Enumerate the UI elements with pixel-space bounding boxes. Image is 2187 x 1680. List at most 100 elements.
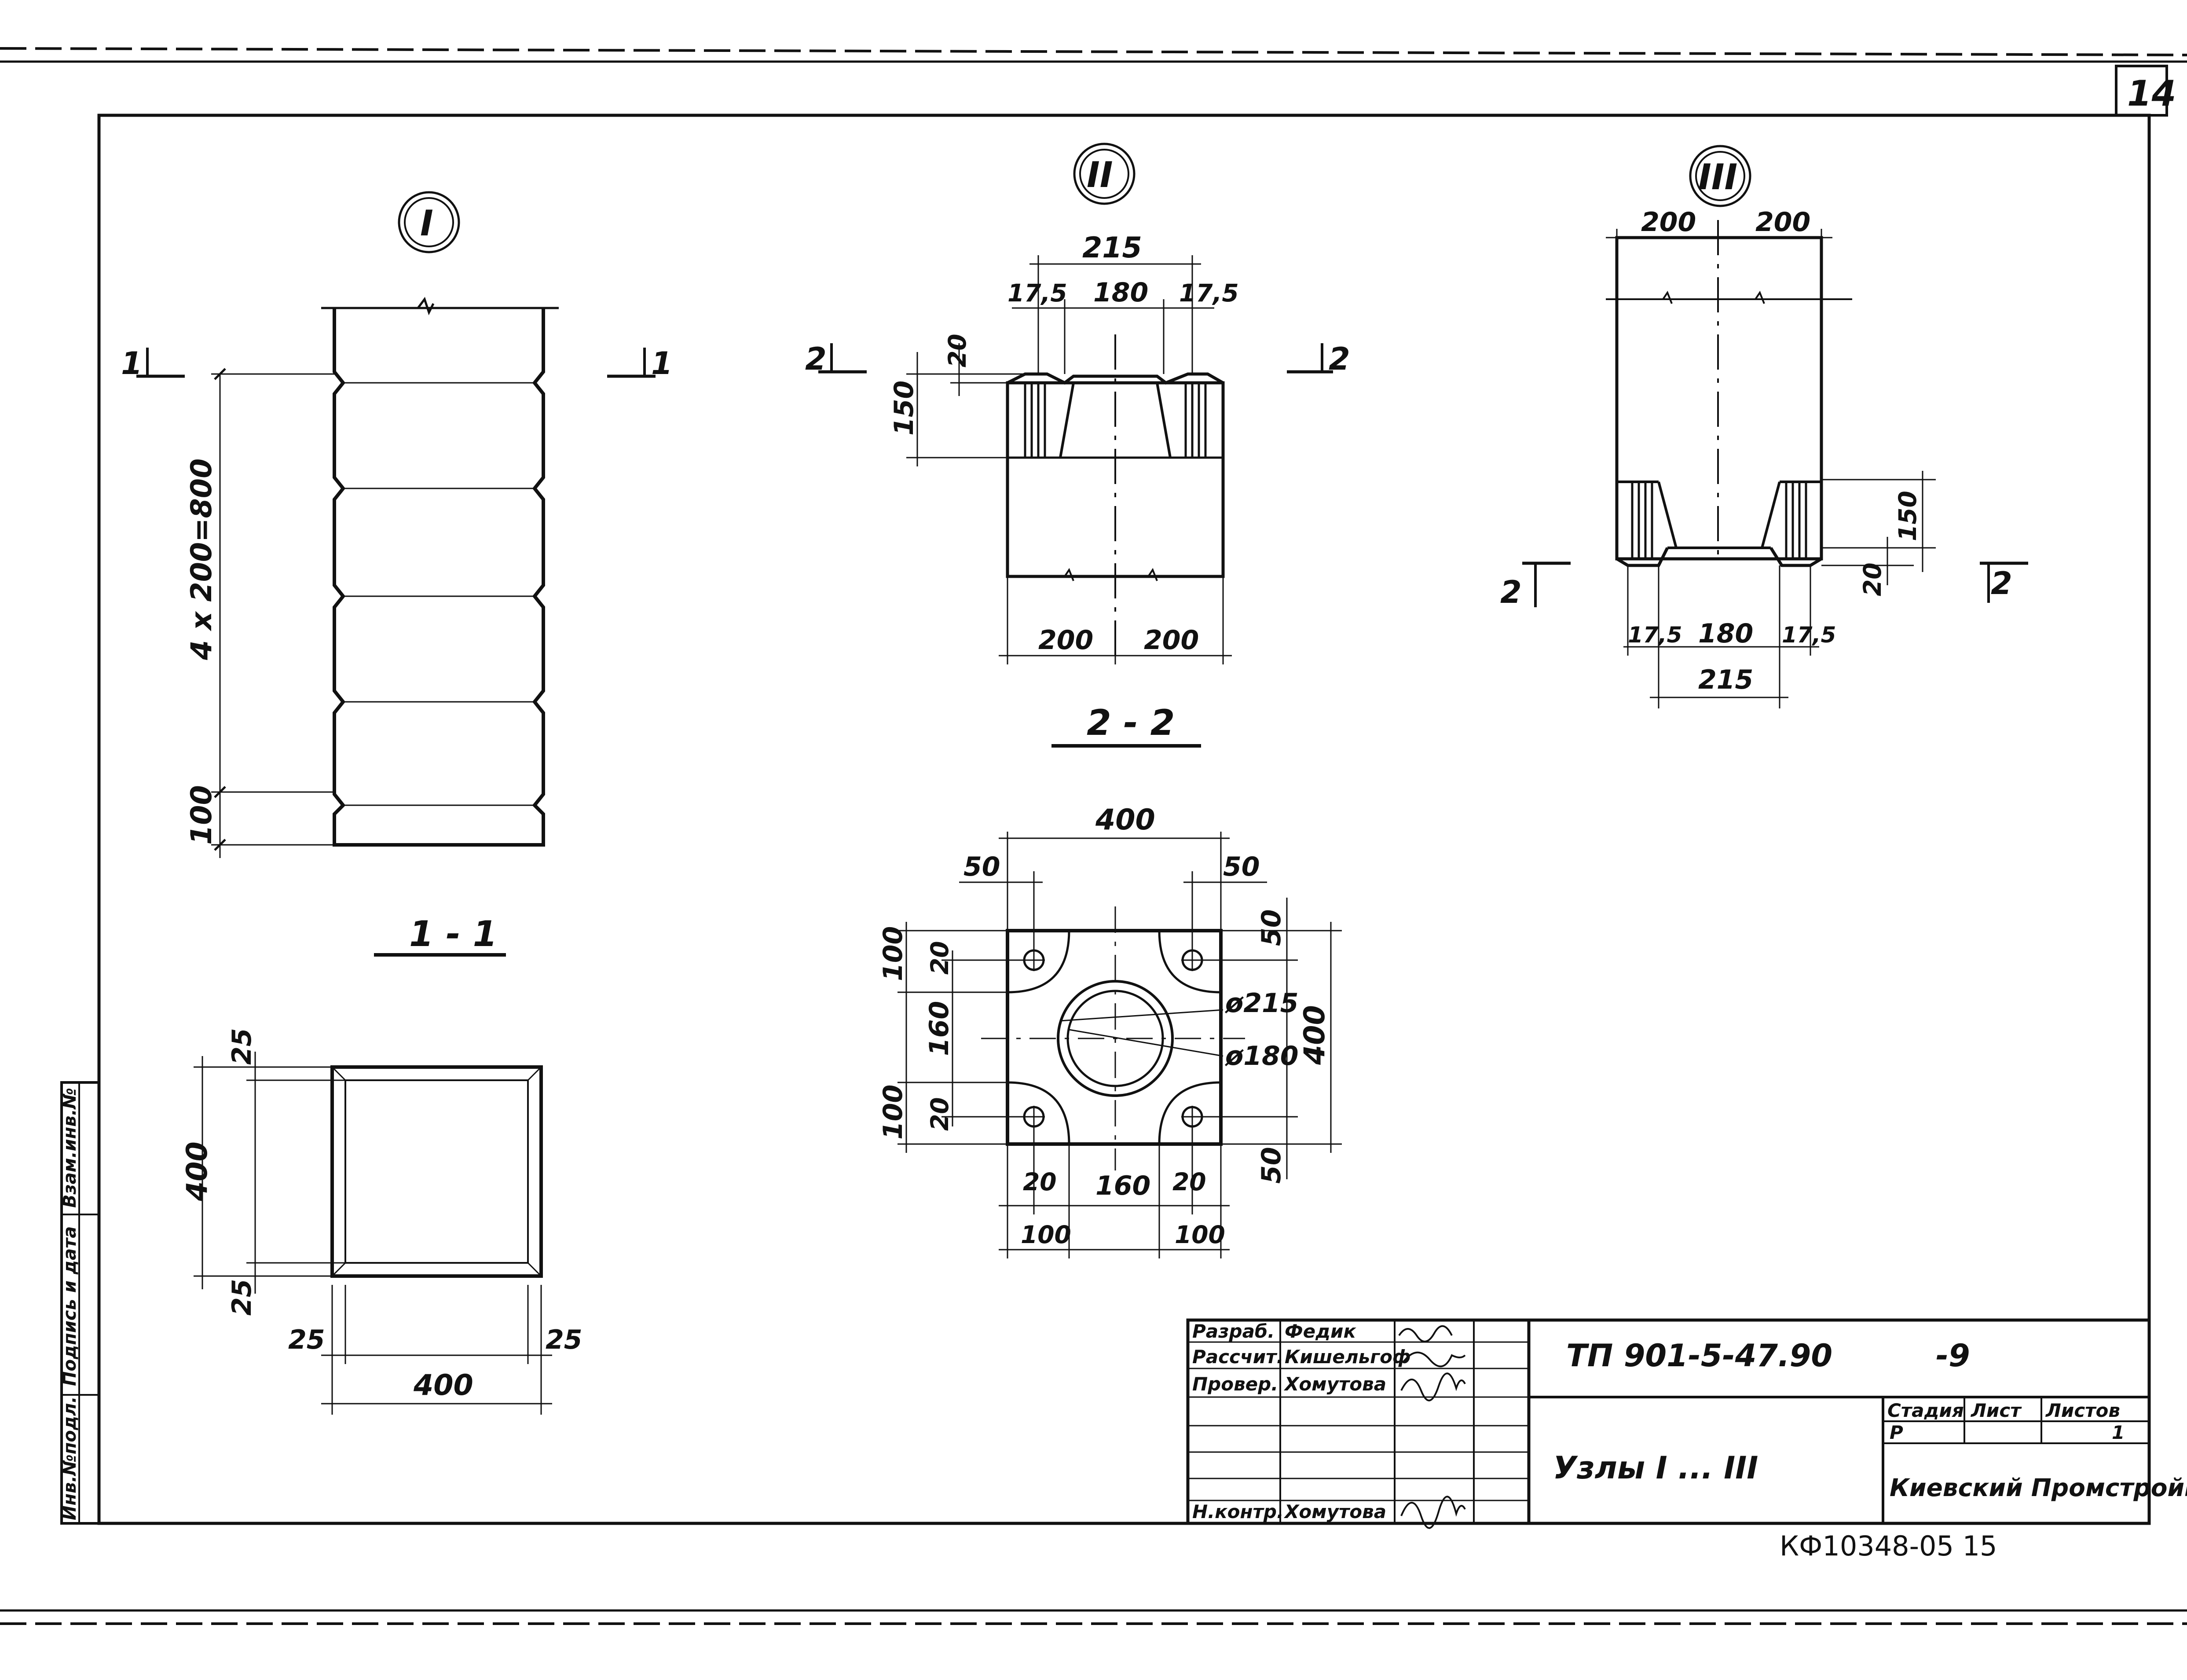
plan-hole-br (1181, 1106, 1203, 1128)
node-2-cut-label-right: 2 (1329, 341, 1350, 377)
node-1-dimensions: 4 x 200=800 100 (185, 368, 334, 858)
node-3-dim-200-right: 200 (1755, 207, 1810, 238)
plan-dim-50-top-right: 50 (1223, 851, 1260, 882)
node-2-cut-right: 2 (1287, 341, 1350, 377)
sheet-number-box: 14 (2115, 65, 2176, 117)
node-3-dim-180: 180 (1698, 618, 1753, 649)
section-1-label: 1 - 1 (409, 913, 497, 954)
node-1-marker-outer (398, 191, 460, 253)
plan-hole-tr (1181, 949, 1203, 971)
section-1-dim-width: 400 (413, 1369, 473, 1402)
node-2-dim-20: 20 (943, 334, 971, 367)
side-stamp-label-2: Подпись и дата (60, 1226, 80, 1386)
node-1-marker: I (420, 203, 433, 244)
tb-drawing-title: Узлы I ... III (1553, 1450, 1758, 1486)
node-3-cut-label-left: 2 (1500, 574, 1522, 610)
plan-dim-100-left-bottom: 100 (878, 1085, 909, 1140)
node-2-cut-left: 2 (805, 341, 867, 377)
node-2-side-dimensions: 20 150 (889, 334, 1025, 466)
plan-view: ø215 ø180 400 50 50 400 50 50 100 20 (878, 803, 1342, 1258)
node-3-cut-right: 2 (1980, 561, 2028, 603)
tb-name-2: Кишельгоф (1285, 1346, 1411, 1368)
node-2-marker: II (1087, 154, 1113, 195)
sheet-number: 14 (2127, 73, 2176, 114)
plan-dim-100-bottom-left: 100 (1021, 1221, 1071, 1249)
node-3-cut-label-right: 2 (1991, 565, 2012, 602)
node-1-cut-left: 1 (121, 345, 185, 381)
side-stamp-label-3: Взам.инв.№ (60, 1088, 80, 1208)
node-2: II 2 2 (805, 143, 1350, 748)
plan-hole-tl (1023, 949, 1045, 971)
section-1-dim-edge-top: 25 (227, 1028, 257, 1065)
node-1-cut-label-right: 1 (651, 345, 673, 381)
plan-dia-215: ø215 (1224, 988, 1298, 1019)
section-2-label: 2 - 2 (1087, 702, 1175, 743)
tb-role-2: Рассчит. (1192, 1346, 1283, 1368)
plan-dim-20-bottom-right: 20 (1172, 1168, 1206, 1196)
section-1-dim-height: 400 (181, 1141, 214, 1202)
section-1-dim-edge-right: 25 (546, 1324, 582, 1355)
tb-role-6: Н.контр. (1192, 1501, 1284, 1522)
tb-stage-label: Стадия (1887, 1400, 1964, 1421)
node-3-dim-150: 150 (1894, 491, 1922, 541)
tb-role-3: Провер. (1192, 1373, 1278, 1395)
tb-sheets-value: 1 (2112, 1422, 2125, 1443)
tb-sheet-label: Лист (1970, 1400, 2022, 1421)
tb-organization: Киевский Промстройпроект (1890, 1474, 2187, 1502)
page-edges (0, 47, 2187, 1625)
node-2-dim-180: 180 (1093, 277, 1148, 308)
section-1-dim-edge-bottom: 25 (227, 1279, 257, 1316)
plan-dia-180: ø180 (1224, 1041, 1298, 1071)
node-3-dim-215: 215 (1698, 664, 1753, 695)
tb-name-6: Хомутова (1283, 1501, 1386, 1522)
plan-dim-50-right-top: 50 (1256, 910, 1287, 946)
tb-name-3: Хомутова (1283, 1373, 1386, 1395)
drawing-frame (97, 114, 2151, 1525)
node-2-dim-175-left: 17,5 (1007, 279, 1067, 307)
node-3-dim-175-right: 17,5 (1782, 622, 1836, 648)
node-2-dim-175-right: 17,5 (1179, 279, 1239, 307)
tb-project-code: ТП 901-5-47.90 (1566, 1338, 1832, 1374)
signatures (1398, 1325, 1466, 1529)
tb-role-1: Разраб. (1192, 1321, 1275, 1342)
node-2-marker-outer (1073, 143, 1136, 205)
node-1-column (321, 297, 559, 847)
side-stamp: Инв.№подл. Подпись и дата Взам.инв.№ (60, 1081, 100, 1525)
plan-dim-20-bottom-left: 20 (1023, 1168, 1057, 1196)
node-3-elevation (1606, 220, 1852, 567)
node-2-dim-200-right: 200 (1144, 625, 1199, 656)
node-3-cut-left: 2 (1500, 561, 1571, 610)
node-1-dim-bottom: 100 (185, 785, 218, 845)
plan-dim-160-bottom: 160 (1095, 1170, 1150, 1201)
node-1-dim-pitch: 4 x 200=800 (185, 459, 218, 660)
tb-sheets-label: Листов (2045, 1400, 2120, 1421)
plan-dim-160-left: 160 (924, 1001, 955, 1056)
node-2-cut-label-left: 2 (805, 341, 827, 377)
section-1-dim-edge-left: 25 (288, 1324, 325, 1355)
stamp-number: КФ10348-05 15 (1780, 1530, 1997, 1562)
plan-dim-20-left-top: 20 (926, 941, 954, 975)
node-2-dim-200-left: 200 (1038, 625, 1093, 656)
plan-dim-400-top: 400 (1095, 803, 1155, 836)
node-1: I 1 1 (121, 191, 673, 1415)
node-2-elevation (1006, 334, 1225, 660)
plan-dim-100-left-top: 100 (878, 926, 909, 981)
tb-name-1: Федик (1285, 1321, 1356, 1342)
node-3-marker: III (1698, 157, 1737, 198)
section-1-plan: 400 25 25 25 25 400 (181, 1028, 582, 1415)
node-2-dim-150: 150 (889, 381, 919, 436)
plan-dim-50-top-left: 50 (963, 851, 1000, 882)
node-3-dim-20: 20 (1858, 562, 1887, 596)
tb-stage-value: Р (1890, 1422, 1903, 1443)
plan-dim-100-bottom-right: 100 (1175, 1221, 1225, 1249)
side-stamp-label-1: Инв.№подл. (60, 1396, 80, 1520)
node-3-marker-outer (1689, 145, 1751, 207)
section-2-title: 2 - 2 (1051, 702, 1201, 748)
plan-dim-20-left-bottom: 20 (926, 1097, 954, 1131)
node-3-dim-200-left: 200 (1641, 207, 1696, 238)
node-3-dim-175-left: 17,5 (1628, 622, 1682, 648)
node-2-dim-215: 215 (1082, 231, 1142, 264)
plan-dim-50-right-bottom: 50 (1256, 1147, 1287, 1184)
node-2-bottom-dimensions: 200 200 (999, 576, 1232, 664)
node-2-top-dimensions: 215 17,5 180 17,5 (1007, 231, 1239, 374)
